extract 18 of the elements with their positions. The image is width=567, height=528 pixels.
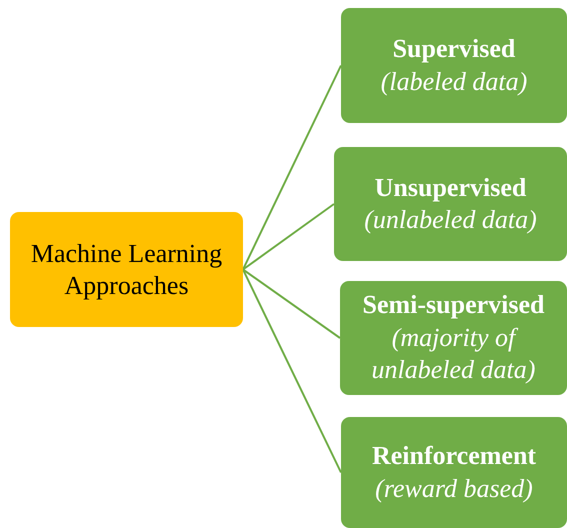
category-title: Reinforcement [372, 440, 536, 472]
category-title: Semi-supervised [362, 289, 544, 322]
root-label: Machine Learning Approaches [30, 238, 224, 301]
category-box [341, 417, 567, 528]
category-title: Supervised [392, 33, 516, 65]
category-title: Unsupervised [374, 172, 526, 204]
connector-line [242, 65, 342, 270]
category-box [334, 147, 567, 261]
category-description: (reward based) [375, 472, 533, 504]
connector-line [242, 269, 342, 473]
category-box [341, 8, 567, 123]
category-description: (majority of unlabeled data) [370, 322, 536, 386]
category-description: (unlabeled data) [364, 204, 537, 236]
root-box [10, 212, 243, 327]
category-description: (labeled data) [380, 66, 528, 98]
category-box [340, 281, 567, 395]
connector-line [242, 203, 335, 270]
connector-line [242, 268, 341, 339]
